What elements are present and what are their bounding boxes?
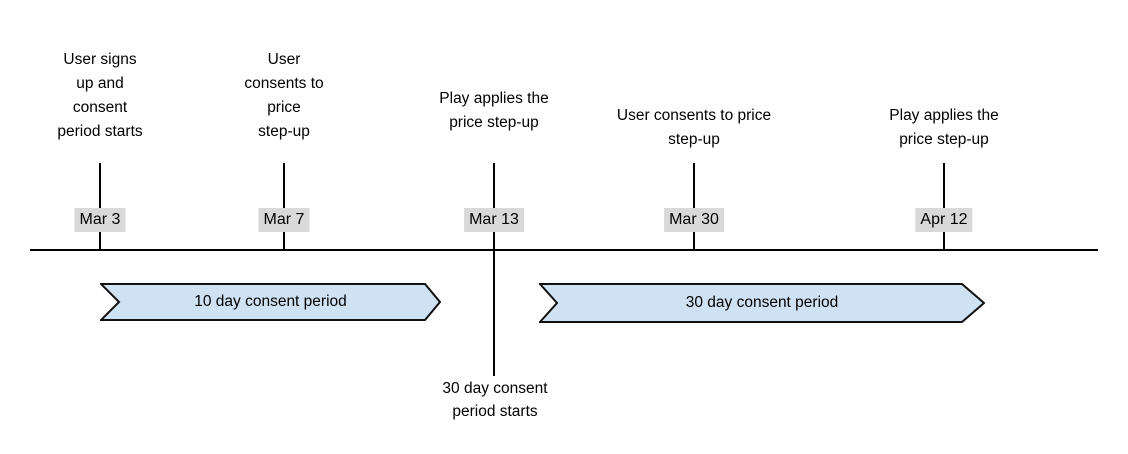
event-label-apply-2: Play applies the price step-up xyxy=(889,107,999,148)
event-label-signup: User signs up and consent period starts xyxy=(57,51,143,140)
banner-arrow-shape xyxy=(539,283,985,323)
event-label-consent-2: User consents to price step-up xyxy=(616,107,772,148)
timeline-axis xyxy=(30,249,1098,251)
event-date-badge: Apr 12 xyxy=(915,208,973,232)
banner-label: 10 day consent period xyxy=(194,293,347,310)
event-tick-line xyxy=(493,163,495,250)
event-tick-line xyxy=(693,163,695,250)
event-date-badge: Mar 30 xyxy=(664,208,724,232)
event-date-badge: Mar 13 xyxy=(464,208,524,232)
event-tick-line xyxy=(283,163,285,250)
event-date-badge: Mar 7 xyxy=(258,208,310,232)
event-date-badge: Mar 3 xyxy=(74,208,126,232)
footnote-label: 30 day consent period starts xyxy=(442,380,548,420)
event-label-apply-1: Play applies the price step-up xyxy=(439,90,549,131)
event-label-consent-1: User consents to price step-up xyxy=(244,51,324,140)
banner-arrow-shape xyxy=(100,283,441,321)
event-tick-line xyxy=(943,163,945,250)
banner-label: 30 day consent period xyxy=(685,294,839,311)
consent-period-banner-30day: 30 day consent period xyxy=(539,283,985,323)
consent-period-banner-10day: 10 day consent period xyxy=(100,283,441,321)
event-tick-line xyxy=(99,163,101,250)
mar13-extension-line xyxy=(493,250,495,376)
